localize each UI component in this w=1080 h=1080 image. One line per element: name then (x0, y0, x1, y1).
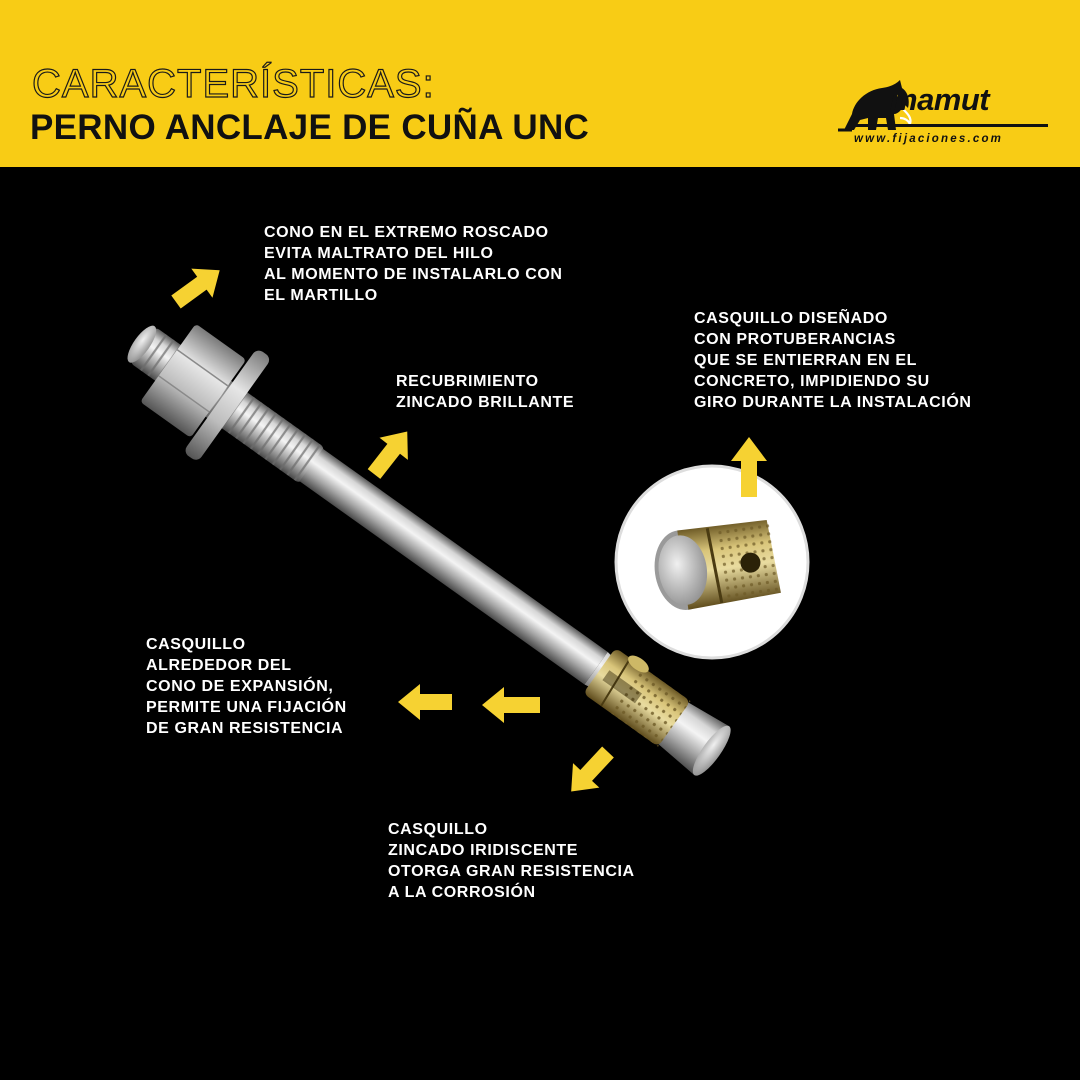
hex-nut (141, 325, 245, 437)
callout-line: CASQUILLO (146, 636, 246, 653)
callout-line: PERMITE UNA FIJACIÓN (146, 699, 347, 716)
page-title-line2: PERNO ANCLAJE DE CUÑA UNC (30, 108, 590, 147)
callout-line: CONCRETO, IMPIDIENDO SU (694, 373, 930, 390)
callout-line: A LA CORROSIÓN (388, 884, 536, 901)
callout-line: EL MARTILLO (264, 287, 378, 304)
callout-line: QUE SE ENTIERRAN EN EL (694, 352, 918, 369)
arrow-up-sleeve (731, 437, 767, 497)
callout-line: CONO DE EXPANSIÓN, (146, 678, 334, 695)
callout-line: ZINCADO BRILLANTE (396, 394, 575, 411)
logo-underline (852, 124, 1048, 127)
sleeve-detail-zoom (614, 464, 810, 660)
callout-sleeve-expansion: CASQUILLO ALREDEDOR DEL CONO DE EXPANSIÓ… (146, 634, 347, 739)
callout-line: CON PROTUBERANCIAS (694, 331, 896, 348)
callout-line: CASQUILLO (388, 821, 488, 838)
callout-line: CASQUILLO DISEÑADO (694, 310, 888, 327)
arrow-up-right-coating (367, 431, 408, 479)
arrow-up-right-cone (171, 268, 220, 309)
bolt-tip (127, 325, 157, 363)
brand-logo: mamut www.fijaciones.com (838, 74, 1048, 154)
page-title-line1: CARACTERÍSTICAS: (31, 62, 435, 106)
header-banner: CARACTERÍSTICAS: PERNO ANCLAJE DE CUÑA U… (0, 0, 1080, 167)
callout-sleeve-design: CASQUILLO DISEÑADO CON PROTUBERANCIAS QU… (694, 308, 972, 413)
callout-line: OTORGA GRAN RESISTENCIA (388, 863, 635, 880)
callout-threaded-cone: CONO EN EL EXTREMO ROSCADO EVITA MALTRAT… (264, 222, 563, 306)
callout-line: CONO EN EL EXTREMO ROSCADO (264, 224, 549, 241)
callout-line: EVITA MALTRATO DEL HILO (264, 245, 494, 262)
callout-line: DE GRAN RESISTENCIA (146, 720, 344, 737)
callout-line: AL MOMENTO DE INSTALARLO CON (264, 266, 563, 283)
callout-line: GIRO DURANTE LA INSTALACIÓN (694, 394, 972, 411)
callout-sleeve-corrosion: CASQUILLO ZINCADO IRIDISCENTE OTORGA GRA… (388, 819, 635, 903)
callout-zinc-coating: RECUBRIMIENTO ZINCADO BRILLANTE (396, 371, 574, 413)
callout-arrows (171, 268, 767, 792)
washer (185, 350, 270, 460)
wedge-anchor-bolt (127, 325, 731, 776)
mammoth-icon (838, 80, 912, 132)
brand-wordmark: mamut (890, 82, 990, 117)
smooth-shaft (299, 448, 608, 685)
callout-line: RECUBRIMIENTO (396, 373, 539, 390)
arrow-left-2 (482, 687, 540, 723)
callout-line: ALREDEDOR DEL (146, 657, 292, 674)
arrow-down-left-corrosion (571, 746, 614, 792)
callout-line: ZINCADO IRIDISCENTE (388, 842, 579, 859)
brand-url: www.fijaciones.com (854, 133, 1004, 145)
arrow-left-1 (398, 684, 452, 720)
